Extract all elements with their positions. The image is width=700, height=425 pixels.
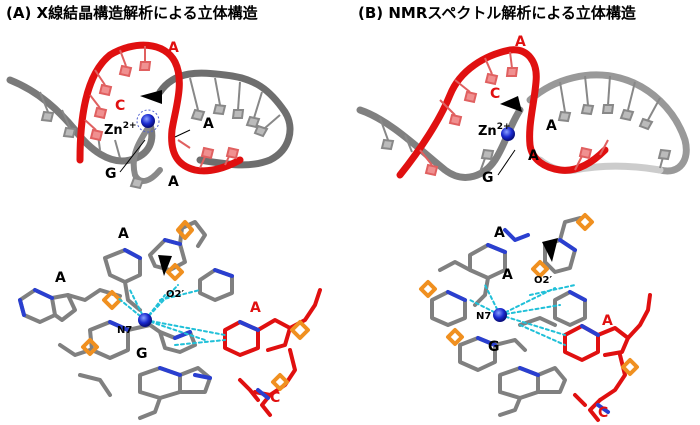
panel-b-top-label-a-red: A (515, 34, 526, 50)
panel-b-stick-model (419, 213, 652, 422)
panel-a-top-label-a-red: A (168, 40, 179, 56)
panel-a-bottom-label-a-red: A (250, 300, 261, 316)
panel-a-bottom-label-g: G (136, 346, 148, 362)
panel-a-bottom-label-c-red: C (270, 390, 280, 406)
panel-b-bottom-label-a1: A (494, 225, 505, 241)
panel-b-title: (B) NMRスペクトル解析による立体構造 (358, 4, 636, 22)
panel-a-title: (A) X線結晶構造解析による立体構造 (6, 4, 258, 22)
panel-b-bottom-label-o2: O2′ (534, 275, 552, 286)
panel-a-bottom-label-n7: N7 (117, 325, 132, 336)
panel-a-bottom-label-a1: A (118, 226, 129, 242)
panel-b-bottom-label-a-red: A (602, 313, 613, 329)
panel-a-bottom-label-a2: A (55, 270, 66, 286)
panel-a-top-label-zn: Zn2+ (104, 121, 137, 138)
panel-b-top-label-a3: A (528, 148, 539, 164)
panel-a-top-label-c-red: C (115, 98, 125, 114)
panel-a-ribbon-structure (6, 41, 294, 190)
panel-a-top-label-a2: A (203, 116, 214, 132)
panel-b-top-label-a2: A (546, 118, 557, 134)
panel-a-top-label-a3: A (168, 174, 179, 190)
panel-a-bottom-label-o2: O2′ (166, 289, 184, 300)
panel-b-ribbon-structure (356, 46, 690, 181)
panel-b-bottom-label-g: G (488, 339, 500, 355)
panel-b-bottom-label-n7: N7 (476, 311, 491, 322)
panel-a-stick-model (18, 220, 322, 420)
panel-b-top-label-g: G (482, 170, 494, 186)
panel-b-top-label-c-red: C (490, 86, 500, 102)
panel-b-bottom-label-c-red: C (598, 405, 608, 421)
panel-b-top-label-zn: Zn2+ (478, 122, 511, 139)
panel-b-bottom-label-a2: A (502, 267, 513, 283)
panel-a-top-label-g: G (105, 166, 117, 182)
